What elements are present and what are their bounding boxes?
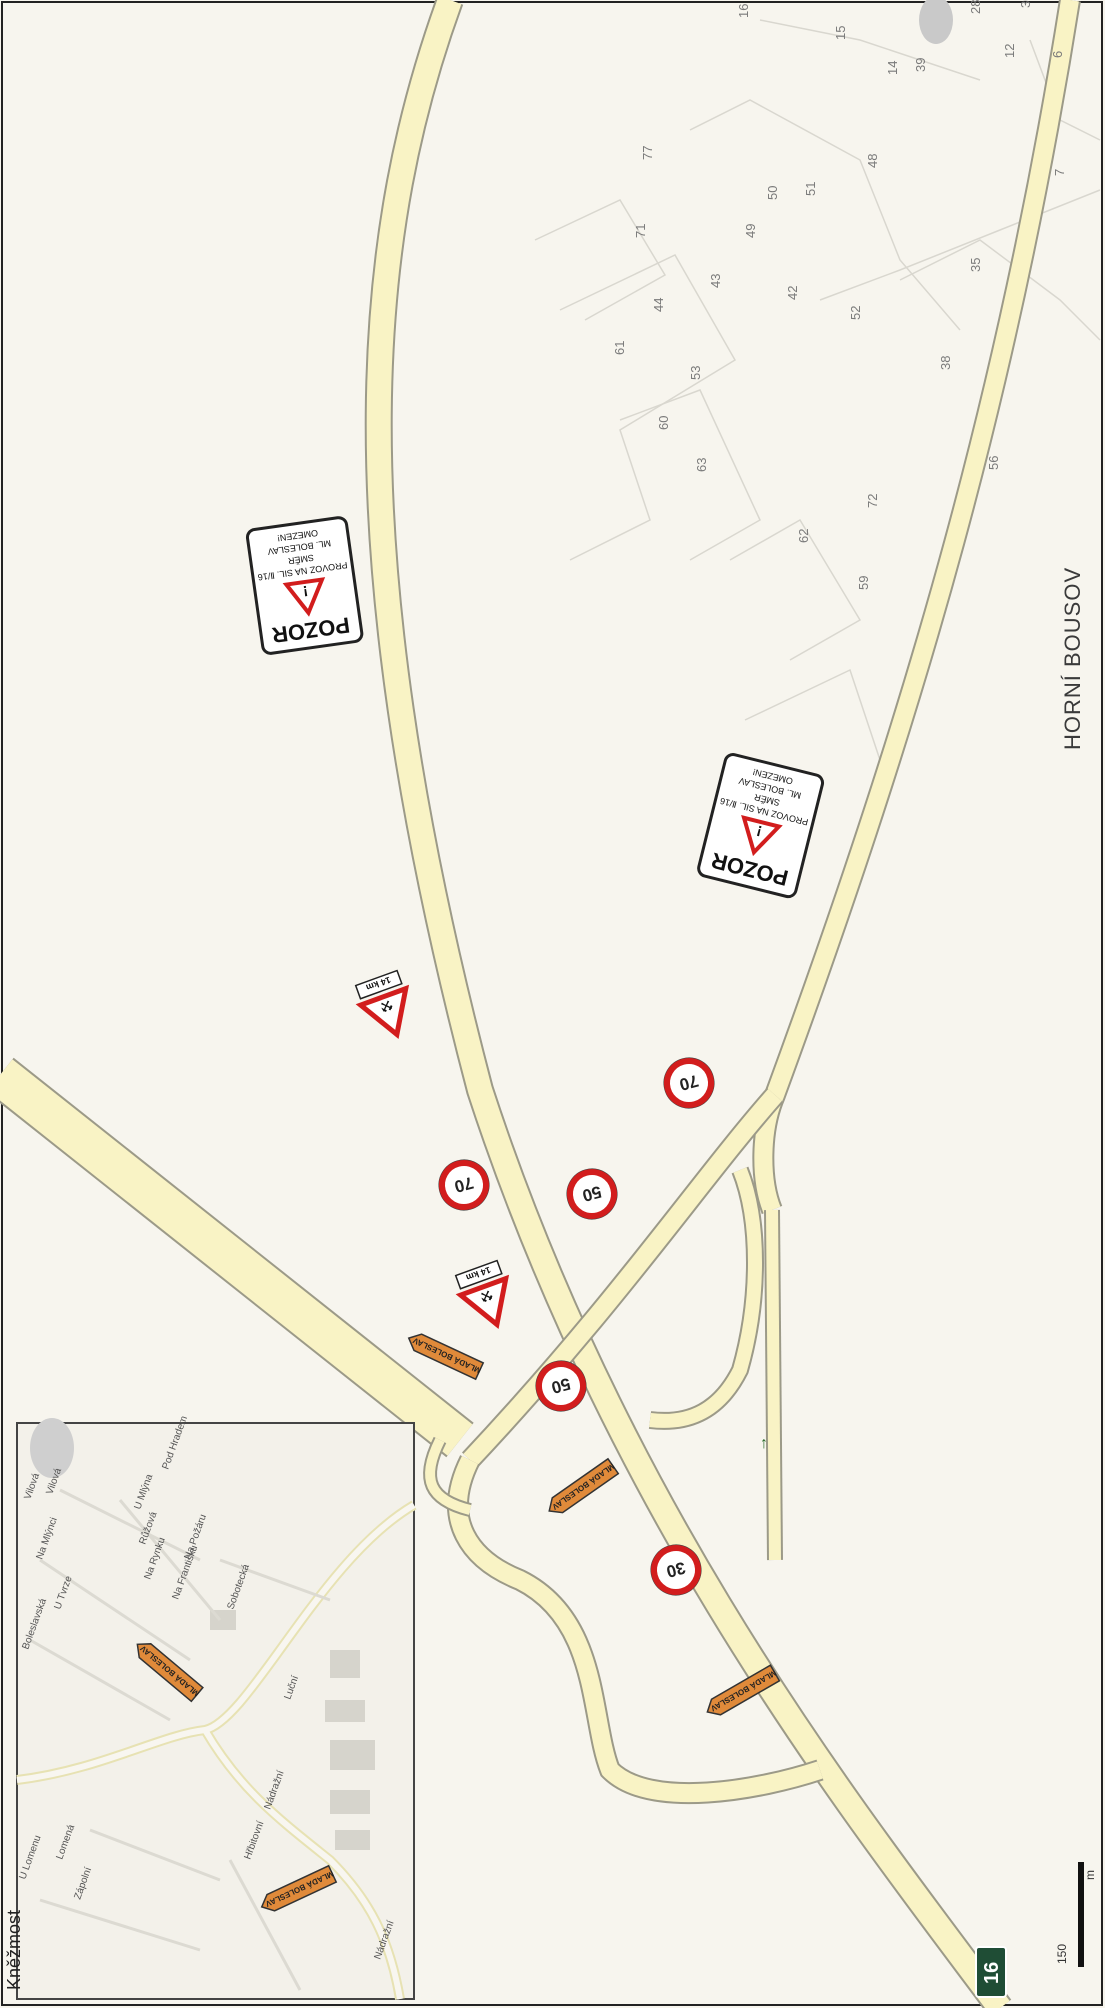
direction-arrow-2: MLADÁ BOLESLAV (548, 1457, 620, 1514)
north-arrow-icon: ↑ (760, 1435, 768, 1452)
speed-limit-ring (664, 1058, 714, 1108)
house-number: 16 (736, 4, 751, 18)
building-footprints (534, 19, 1101, 761)
inset-pond (30, 1418, 74, 1478)
house-number: 39 (913, 58, 928, 72)
house-number: 71 (633, 224, 648, 238)
pozor-sign-2: POZOR ! PROVOZ NA SIL. Ⅱ/16 SMĚR ML. BOL… (697, 753, 825, 899)
house-number: 59 (856, 576, 871, 590)
house-number: 62 (796, 529, 811, 543)
house-number: 44 (651, 298, 666, 312)
house-number: 50 (765, 186, 780, 200)
distance-plate (354, 969, 403, 1000)
warning-triangle-icon (741, 815, 783, 857)
house-number: 6 (1050, 51, 1065, 58)
scale-bar: 150 m (1055, 1862, 1097, 1967)
scale-unit: m (1083, 1870, 1097, 1880)
roadworks-triangle-icon (355, 984, 410, 1039)
inset-roads-inner (16, 1502, 416, 2000)
house-number: 42 (785, 286, 800, 300)
scale-label: 150 (1055, 1944, 1069, 1964)
house-number: 35 (968, 258, 983, 272)
route-badge: 16 (975, 1946, 1007, 1998)
roadworks-icon: ⚒ (378, 997, 395, 1016)
roadworks-sign-2: ⚒ 14 km (454, 1259, 510, 1329)
house-number: 14 (885, 61, 900, 75)
warning-triangle-icon (282, 577, 326, 617)
house-number: 43 (708, 274, 723, 288)
house-number: 7 (1052, 169, 1067, 176)
direction-arrow-1: MLADÁ BOLESLAV (407, 1333, 485, 1381)
pond (919, 0, 953, 44)
house-number: 30 (1018, 0, 1033, 8)
town-label: HORNÍ BOUSOV (1060, 567, 1085, 750)
exclamation-icon: ! (755, 822, 764, 840)
house-number: 53 (688, 366, 703, 380)
house-number: 38 (938, 356, 953, 370)
house-number: 12 (1002, 44, 1017, 58)
east-road (752, 0, 1081, 1215)
house-number: 48 (865, 154, 880, 168)
speed-limit-ring (567, 1169, 617, 1219)
house-number: 60 (656, 416, 671, 430)
speed-limit-value: 70 (677, 1071, 700, 1094)
house-number: 72 (865, 494, 880, 508)
house-number: 51 (803, 182, 818, 196)
speed-limit-sign: 50 (566, 1168, 618, 1220)
speed-limit-sign: 70 (438, 1159, 490, 1211)
inset-side-streets (29, 1488, 331, 1991)
roadworks-icon: ⚒ (478, 1287, 495, 1306)
house-number: 28 (968, 0, 983, 14)
pozor-line: SMĚR (287, 553, 315, 567)
inset-title: Kněžmost (4, 1910, 24, 1990)
house-number: 49 (743, 224, 758, 238)
house-number: 63 (694, 458, 709, 472)
house-number: 61 (612, 341, 627, 355)
speed-limit-sign: 50 (535, 1360, 587, 1412)
route-number: 16 (981, 1962, 1003, 1984)
junction-ramps (423, 1087, 824, 1805)
speed-limit-ring (651, 1545, 701, 1595)
house-numbers: 16 15 28 30 14 39 12 6 77 48 50 51 7 71 49 44 43 42 52 35 61… (612, 0, 1067, 590)
speed-limit-sign: 70 (663, 1057, 715, 1109)
pozor-sign-1: POZOR ! PROVOZ NA SIL. Ⅱ/16 SMĚR ML. BOL… (245, 516, 364, 655)
speed-limit-value: 50 (549, 1374, 572, 1397)
speed-limit-sign: 30 (650, 1544, 702, 1596)
exclamation-icon: ! (302, 582, 309, 600)
speed-limit-ring (439, 1160, 489, 1210)
speed-signs: 70 70 50 50 30 (438, 1057, 715, 1596)
distance-plate (454, 1259, 503, 1290)
house-number: 15 (833, 26, 848, 40)
diagonal-road (0, 1057, 474, 1458)
speed-limit-value: 70 (452, 1173, 475, 1196)
house-number: 56 (986, 456, 1001, 470)
speed-limit-value: 30 (664, 1558, 687, 1581)
direction-arrow-text: MLADÁ BOLESLAV (550, 1462, 616, 1512)
speed-limit-ring (536, 1361, 586, 1411)
inset-blocks (210, 1610, 375, 1850)
speed-limit-value: 50 (580, 1182, 603, 1205)
house-number: 77 (640, 146, 655, 160)
roadworks-sign-1: ⚒ 14 km (354, 969, 410, 1039)
direction-arrow-text: MLADÁ BOLESLAV (411, 1335, 483, 1375)
house-number: 52 (848, 306, 863, 320)
main-road (364, 0, 1012, 2008)
roadworks-triangle-icon (455, 1274, 510, 1329)
